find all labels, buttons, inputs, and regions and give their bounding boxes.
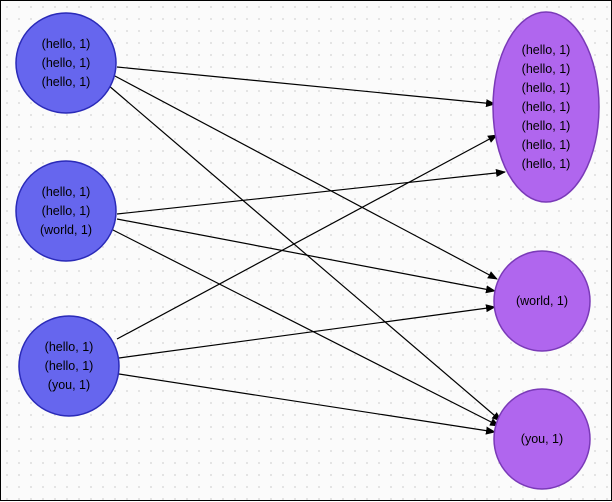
target-node-label: (hello, 1) <box>522 81 571 95</box>
target-node-label: (world, 1) <box>516 294 568 308</box>
edge-s3-t2 <box>118 304 496 359</box>
target-node-label: (hello, 1) <box>522 157 571 171</box>
target-node-label: (hello, 1) <box>522 119 571 133</box>
edge-s3-t1 <box>116 134 498 340</box>
target-node-shape <box>493 250 591 352</box>
target-node-3: (you, 1) <box>493 388 591 490</box>
source-node-2: (hello, 1) (hello, 1) (world, 1) <box>15 160 117 262</box>
source-node-label: (hello, 1) <box>42 56 91 70</box>
source-node-label: (you, 1) <box>48 378 90 392</box>
target-node-2: (world, 1) <box>493 250 591 352</box>
nodes-layer: (hello, 1)(hello, 1)(hello, 1)(hello, 1)… <box>15 11 600 490</box>
edge-s1-t3 <box>107 84 502 422</box>
source-node-label: (hello, 1) <box>42 37 91 51</box>
source-node-label: (hello, 1) <box>42 204 91 218</box>
edge-s2-t2 <box>116 218 496 294</box>
target-node-label: (hello, 1) <box>522 62 571 76</box>
source-node-shape <box>18 315 120 417</box>
source-node-label: (hello, 1) <box>45 340 94 354</box>
edge-s3-t3 <box>118 373 496 435</box>
source-node-1: (hello, 1) (hello, 1) (hello, 1) <box>15 12 117 114</box>
target-node-1: (hello, 1) (hello, 1) (hello, 1) (hello, 1)… <box>492 11 600 203</box>
edge-s2-t3 <box>110 228 500 427</box>
target-node-shape <box>493 388 591 490</box>
edge-s2-t1 <box>116 168 506 215</box>
source-node-shape <box>15 160 117 262</box>
edges-layer <box>107 66 506 435</box>
target-node-label: (hello, 1) <box>522 138 571 152</box>
target-node-label: (hello, 1) <box>522 43 571 57</box>
source-node-label: (world, 1) <box>40 223 92 237</box>
edge-s1-t1 <box>116 66 496 108</box>
target-node-label: (you, 1) <box>521 432 563 446</box>
source-node-shape <box>15 12 117 114</box>
source-node-label: (hello, 1) <box>42 185 91 199</box>
source-node-3: (hello, 1) (hello, 1) (you, 1) <box>18 315 120 417</box>
source-node-label: (hello, 1) <box>45 359 94 373</box>
target-node-shape <box>492 11 600 203</box>
source-node-label: (hello, 1) <box>42 75 91 89</box>
target-node-label: (hello, 1) <box>522 100 571 114</box>
edge-s1-t2 <box>112 74 498 280</box>
